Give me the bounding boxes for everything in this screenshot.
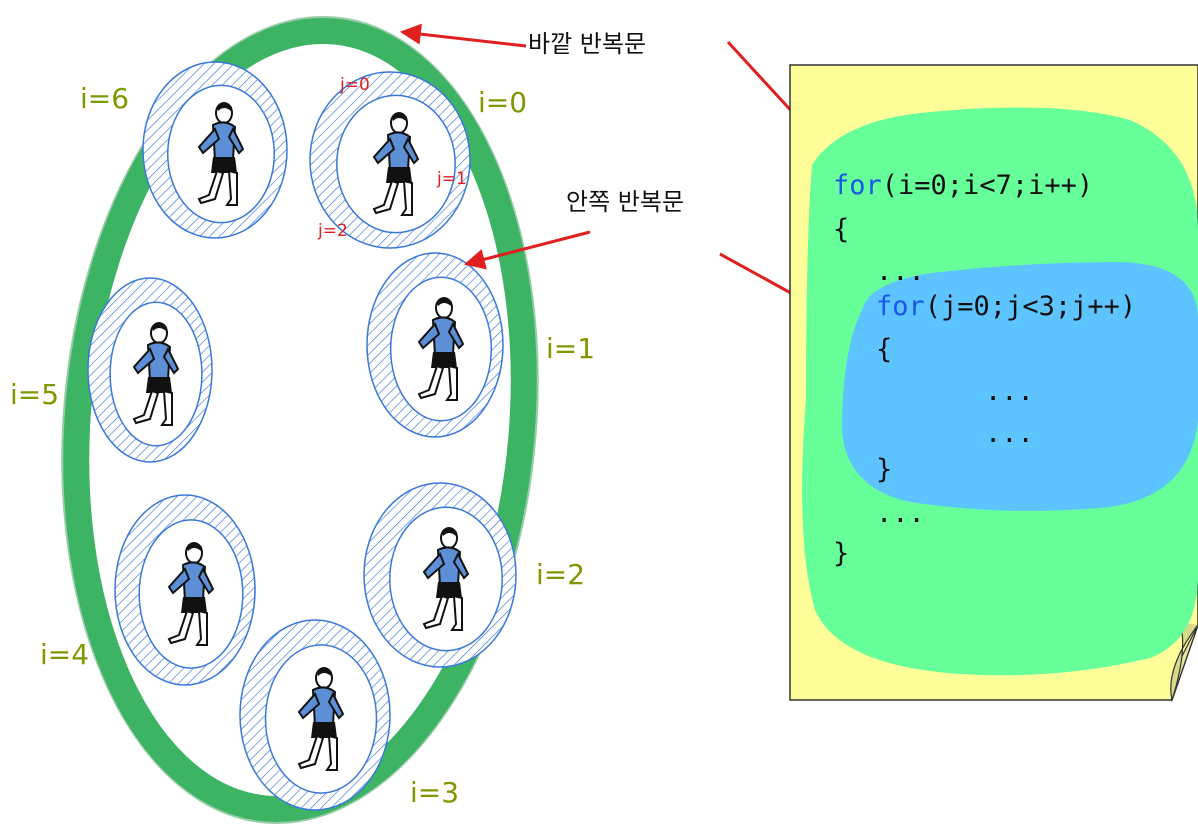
- code-close-brace: }: [833, 538, 849, 569]
- wheel-label-i2: i=2: [536, 558, 585, 591]
- code-outer-for: for(i=0;i<7;i++): [833, 170, 1093, 201]
- keyword-for: for: [876, 291, 925, 322]
- code-dots-1: ...: [876, 256, 925, 287]
- keyword-for: for: [833, 170, 882, 201]
- hamster-wheel-icon: [87, 277, 213, 463]
- wheel-labels: i=0 i=1 i=2 i=3 i=4 i=5 i=6: [10, 82, 595, 809]
- hamster-wheel-icon: [114, 494, 256, 686]
- code-open-brace: {: [833, 214, 849, 245]
- code-inner-dots-1: ...: [985, 376, 1034, 407]
- wheel-label-i4: i=4: [40, 638, 89, 671]
- wheel-label-i6: i=6: [80, 82, 129, 115]
- code-text: (i=0;i<7;i++): [882, 170, 1093, 201]
- inner-label-j1: j=1: [436, 169, 467, 189]
- hamster-wheel-icon: [142, 61, 288, 239]
- code-block: for(i=0;i<7;i++) { ... for(j=0;j<3;j++) …: [833, 170, 1136, 569]
- inner-loop-blob: [842, 262, 1198, 511]
- wheel-group: [87, 61, 517, 811]
- code-dots-2: ...: [876, 498, 925, 529]
- hamster-wheel-icon: [239, 619, 391, 811]
- outer-loop-callout: 바깥 반복문: [528, 30, 646, 58]
- code-inner-dots-2: ...: [985, 418, 1034, 449]
- hamster-wheel-icon: [366, 252, 504, 438]
- arrow-icon: [463, 230, 591, 270]
- code-inner-close: }: [876, 454, 892, 485]
- wheel-label-i5: i=5: [10, 378, 59, 411]
- code-inner-open: {: [876, 334, 892, 365]
- wheel-label-i3: i=3: [410, 776, 459, 809]
- hamster-wheel-icon: [309, 71, 471, 249]
- inner-label-j2: j=2: [317, 221, 348, 241]
- inner-loop-callout: 안쪽 반복문: [566, 188, 684, 216]
- wheel-label-i0: i=0: [478, 86, 527, 119]
- hamster-wheel-icon: [363, 482, 517, 668]
- code-inner-for: for(j=0;j<3;j++): [876, 291, 1136, 322]
- inner-label-j0: j=0: [339, 75, 370, 95]
- code-text: (j=0;j<3;j++): [925, 291, 1136, 322]
- wheel-label-i1: i=1: [546, 332, 595, 365]
- inner-labels: j=0 j=1 j=2: [317, 75, 467, 241]
- arrow-icon: [399, 23, 527, 48]
